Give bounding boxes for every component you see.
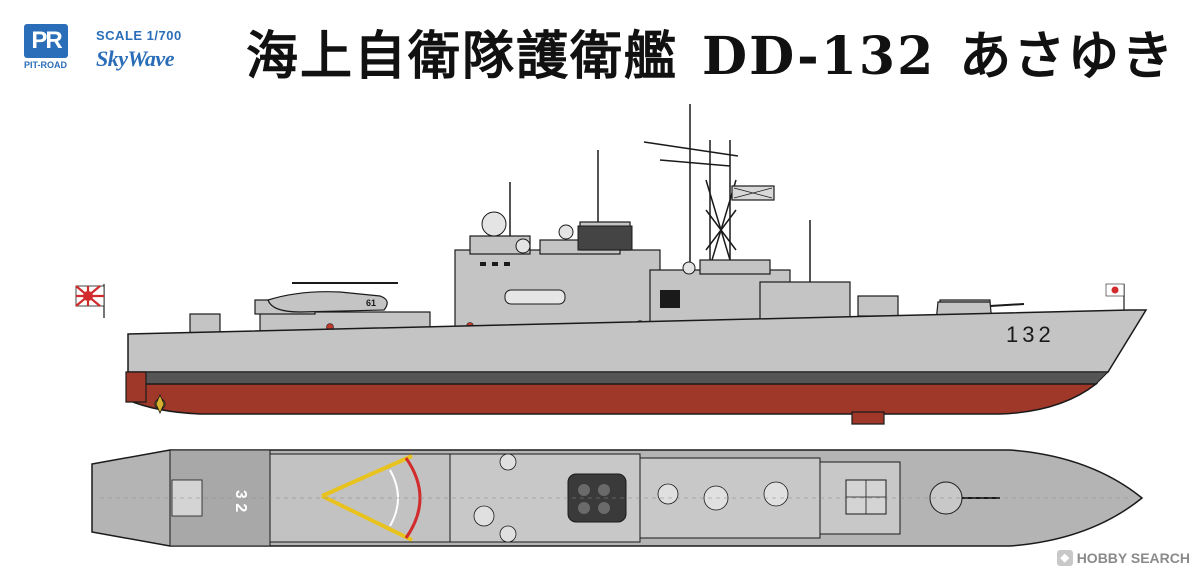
hull-boot-top xyxy=(127,371,1110,385)
deck-number: 3 2 xyxy=(232,490,249,512)
scale-label: SCALE 1/700 xyxy=(96,28,182,43)
title-hull: DD-132 xyxy=(702,26,936,87)
rudder xyxy=(125,371,147,403)
title-japanese: 海上自衛隊護衛艦 xyxy=(246,26,679,87)
side-profile: 61 132 xyxy=(75,104,1148,425)
funnel xyxy=(577,225,633,251)
title-name: あさゆき xyxy=(959,26,1176,87)
helicopter: 61 xyxy=(267,282,398,313)
series-label: SkyWave xyxy=(96,46,174,71)
hull-number: 132 xyxy=(1006,322,1055,347)
logo-text: PIT-ROAD xyxy=(24,60,68,70)
heli-code: 61 xyxy=(366,298,376,308)
header: PR PIT-ROAD SCALE 1/700 SkyWave 海上自衛隊護衛艦… xyxy=(0,0,1200,90)
ensign-flag-icon xyxy=(75,284,105,318)
hull-upper xyxy=(127,309,1148,373)
pr-logo-icon: PR xyxy=(24,24,68,58)
page-title: 海上自衛隊護衛艦 DD-132 あさゆき xyxy=(246,14,1175,89)
lifeboat xyxy=(504,289,566,305)
hobby-search-icon: ◆ xyxy=(1056,550,1073,566)
watermark-label: HOBBY SEARCH xyxy=(1076,550,1190,566)
jack-flag-icon xyxy=(1105,283,1125,310)
sonar-dome xyxy=(851,411,885,425)
pit-road-logo: PR PIT-ROAD xyxy=(24,24,82,70)
watermark: ◆ HOBBY SEARCH xyxy=(1056,550,1190,566)
plan-view: 3 2 xyxy=(91,449,1144,547)
propeller-icon xyxy=(154,394,166,414)
main-gun-plan xyxy=(929,481,1000,515)
radar-domes xyxy=(481,211,696,275)
mast-assembly xyxy=(509,104,811,290)
hull-lower xyxy=(127,383,1099,415)
